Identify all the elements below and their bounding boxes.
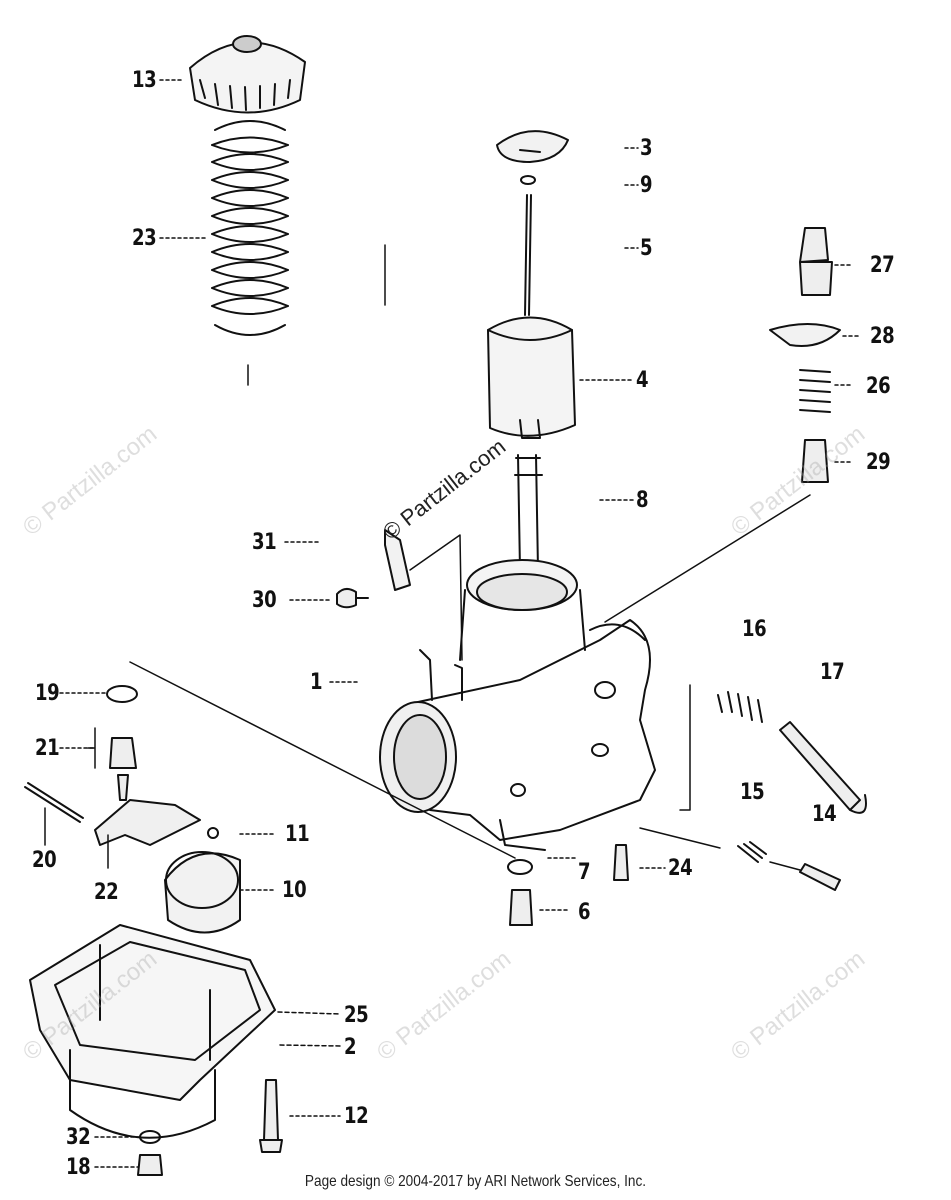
part-30-screw: [336, 588, 369, 609]
part-28-plate: [769, 323, 841, 347]
part-21-needle-valve: [109, 737, 137, 801]
callout-13: 13: [132, 68, 157, 93]
part-11-ball: [207, 827, 219, 839]
part-8-needle-jet: [514, 454, 543, 571]
callout-1: 1: [310, 670, 323, 695]
part-31-bracket: [384, 529, 411, 591]
callout-28: 28: [870, 324, 895, 349]
callout-2: 2: [344, 1035, 357, 1060]
part-29-plunger: [801, 439, 829, 483]
callout-26: 26: [866, 374, 891, 399]
callout-30: 30: [252, 588, 277, 613]
part-15-spring: [737, 841, 767, 863]
callout-8: 8: [636, 488, 649, 513]
part-26-spring: [799, 369, 831, 413]
callout-21: 21: [35, 736, 60, 761]
callout-19: 19: [35, 681, 60, 706]
part-17-screw: [779, 721, 867, 814]
callout-10: 10: [282, 878, 307, 903]
part-16-spring: [717, 691, 763, 723]
callout-7: 7: [578, 860, 591, 885]
callout-32: 32: [66, 1125, 91, 1150]
callout-14: 14: [812, 802, 837, 827]
callout-11: 11: [285, 822, 310, 847]
part-4-slide: [487, 316, 576, 439]
callout-18: 18: [66, 1155, 91, 1180]
callout-3: 3: [640, 136, 653, 161]
callout-25: 25: [344, 1003, 369, 1028]
part-10-float: [164, 852, 241, 934]
callout-6: 6: [578, 900, 591, 925]
callout-15: 15: [740, 780, 765, 805]
part-13-cap: [189, 35, 306, 114]
footer-copyright: Page design © 2004-2017 by ARI Network S…: [304, 1173, 647, 1190]
part-6-main-jet: [509, 889, 533, 926]
callout-12: 12: [344, 1104, 369, 1129]
part-22-float-arm: [94, 799, 201, 846]
part-20-pin: [24, 782, 84, 823]
callout-16: 16: [742, 617, 767, 642]
callout-4: 4: [636, 368, 649, 393]
part-27-plunger-cap: [799, 227, 833, 296]
part-24-jet: [613, 844, 629, 881]
part-2-float-bowl: [29, 924, 276, 1139]
part-19-oring: [106, 685, 138, 703]
callout-24: 24: [668, 856, 693, 881]
part-18-drain-plug: [137, 1154, 163, 1176]
part-23-spring: [211, 120, 289, 336]
part-1-carburetor-body: [379, 559, 656, 851]
callout-9: 9: [640, 173, 653, 198]
part-12-screw: [259, 1079, 283, 1153]
part-7-washer: [507, 859, 533, 875]
callout-27: 27: [870, 253, 895, 278]
callout-20: 20: [32, 848, 57, 873]
callout-17: 17: [820, 660, 845, 685]
part-14-screw: [799, 863, 841, 891]
callout-5: 5: [640, 236, 653, 261]
callout-31: 31: [252, 530, 277, 555]
part-5-needle: [524, 194, 532, 316]
part-9-clip: [520, 175, 536, 185]
part-3-plate: [496, 130, 569, 163]
callout-29: 29: [866, 450, 891, 475]
callout-23: 23: [132, 226, 157, 251]
callout-22: 22: [94, 880, 119, 905]
